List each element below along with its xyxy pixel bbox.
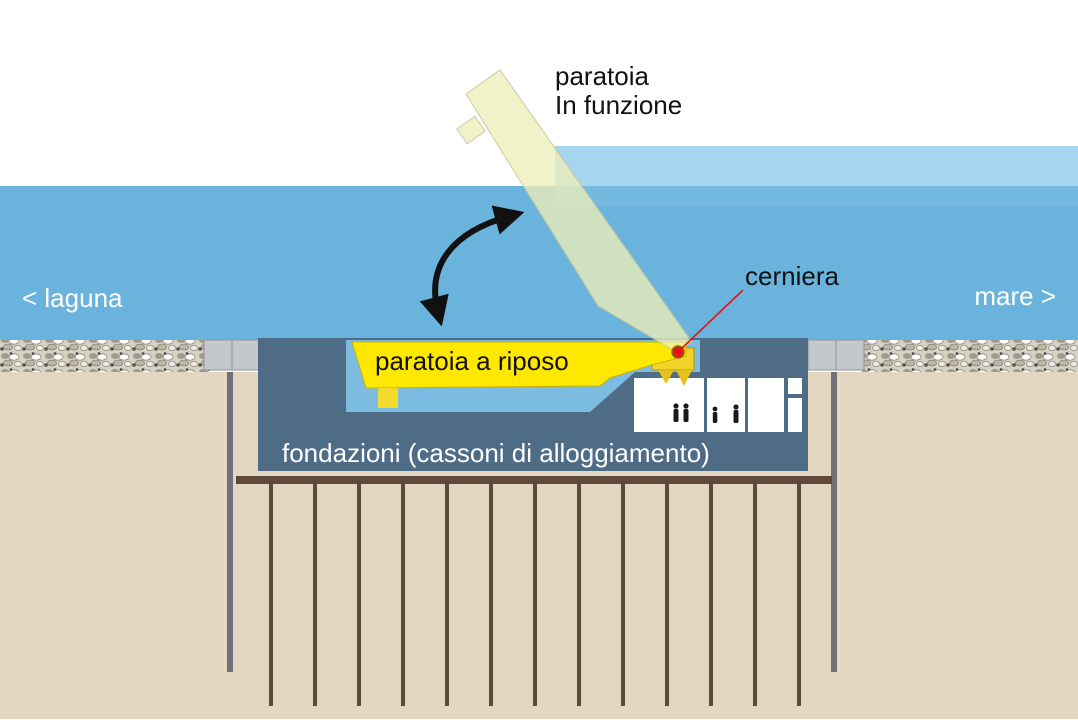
rubble-left xyxy=(0,340,212,372)
person-icon xyxy=(712,406,718,423)
pile xyxy=(797,484,801,706)
pile xyxy=(401,484,405,706)
foundation-piles xyxy=(236,476,832,706)
gate-rest-label: paratoia a riposo xyxy=(375,346,569,376)
gate-active-label-line1: paratoia xyxy=(555,61,649,91)
pile xyxy=(621,484,625,706)
pile xyxy=(489,484,493,706)
curved-double-arrow-icon xyxy=(419,205,525,327)
pile xyxy=(665,484,669,706)
pile xyxy=(445,484,449,706)
sea-water-tint xyxy=(555,186,1078,206)
hinge-pointer-line xyxy=(679,289,744,351)
pile xyxy=(709,484,713,706)
person-icon xyxy=(673,403,679,422)
service-gallery xyxy=(634,378,802,432)
pile xyxy=(313,484,317,706)
gate-rest-foot xyxy=(378,388,398,408)
pile xyxy=(269,484,273,706)
sea-label: mare > xyxy=(974,281,1056,311)
pile xyxy=(533,484,537,706)
sea-raised-water xyxy=(555,146,1078,192)
foundations-label: fondazioni (cassoni di alloggiamento) xyxy=(282,438,710,468)
pile xyxy=(357,484,361,706)
sheet-pile-right xyxy=(831,372,837,672)
hinge-label: cerniera xyxy=(745,261,839,291)
sheet-pile-left xyxy=(227,372,233,672)
pile xyxy=(753,484,757,706)
person-icon xyxy=(683,403,689,422)
pile xyxy=(577,484,581,706)
pile-cap-beam xyxy=(236,476,832,484)
water xyxy=(0,186,1078,348)
lagoon-label: < laguna xyxy=(22,283,123,313)
rubble-right xyxy=(862,340,1078,372)
gate-active-label-line2: In funzione xyxy=(555,90,682,120)
person-icon xyxy=(733,404,739,423)
